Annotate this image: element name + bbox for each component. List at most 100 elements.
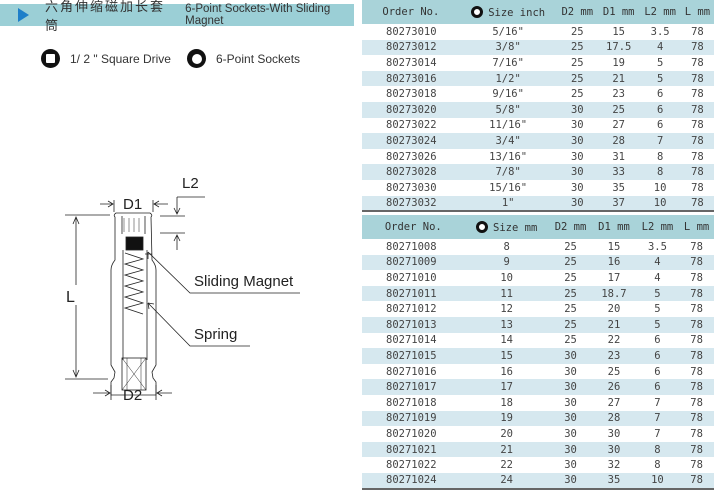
table-cell: 28 (592, 410, 636, 427)
l-label: L (66, 289, 75, 306)
table-cell: 80271024 (362, 472, 465, 489)
table-cell: 18 (500, 396, 513, 409)
magnet-shape (125, 236, 144, 251)
table-cell: 9/16" (492, 88, 524, 101)
table-cell: 80271013 (362, 316, 465, 333)
column-header: D1 mm (592, 215, 636, 239)
table-cell: 10 (635, 472, 680, 489)
table-cell: 22 (500, 459, 513, 472)
table-cell: 80273012 (362, 39, 460, 56)
table-cell: 22 (607, 334, 621, 347)
table-cell: 78 (679, 285, 714, 302)
table-cell: 12 (500, 303, 513, 316)
table-cell: 26 (592, 379, 636, 395)
table-cell: 28 (597, 133, 640, 149)
table-cell: 8 (639, 164, 681, 180)
column-header-label: Size mm (493, 221, 538, 234)
product-panel: 六角伸缩磁加长套筒 6-Point Sockets-With Sliding M… (0, 0, 354, 404)
table-cell: 78 (679, 316, 714, 333)
sliding-magnet-label: Sliding Magnet (194, 273, 294, 290)
table-cell: 11/16" (489, 119, 528, 132)
table-cell: 8 (654, 459, 661, 472)
table-cell: 78 (691, 119, 704, 132)
table-cell: 25 (556, 39, 598, 56)
table-cell: 78 (679, 410, 714, 427)
table-cell: 7/8" (459, 164, 557, 180)
table-cell: 19 (612, 56, 626, 69)
table-cell: 1" (459, 195, 557, 212)
table-cell: 80271018 (386, 396, 437, 409)
table-cell: 33 (597, 164, 640, 180)
title-chinese: 六角伸缩磁加长套筒 (45, 0, 166, 34)
table-cell: 80273026 (386, 150, 437, 163)
table-cell: 8 (635, 441, 680, 458)
table-cell: 5 (654, 303, 661, 316)
table-cell: 25 (564, 240, 577, 253)
table-cell: 7 (654, 427, 661, 440)
table-cell: 15/16" (489, 181, 528, 194)
table-cell: 80273016 (362, 70, 460, 87)
table-cell: 80271017 (362, 379, 465, 395)
table-cell: 3.5 (650, 25, 670, 38)
column-header: L mm (680, 0, 714, 24)
table-cell: 80273010 (386, 25, 437, 38)
table-cell: 25 (564, 303, 577, 316)
table-cell: 30 (548, 410, 593, 427)
column-header: L mm (679, 215, 714, 239)
play-triangle-icon (18, 8, 29, 22)
table-cell: 25 (564, 271, 577, 284)
table-cell: 30 (570, 119, 584, 132)
table-cell: 8 (656, 150, 664, 163)
table-cell: 35 (592, 472, 636, 489)
title-english: 6-Point Sockets-With Sliding Magnet (185, 3, 331, 27)
table-cell: 31 (612, 150, 626, 163)
table-cell: 30 (564, 365, 577, 378)
table-cell: 80271012 (386, 303, 437, 316)
table-cell: 5 (635, 316, 680, 333)
hex-socket-icon (476, 220, 489, 233)
table-cell: 30 (556, 164, 598, 180)
socket-diagram: D1 D2 L L2 Sliding Magnet Spring (65, 175, 300, 404)
column-header: Size inch (459, 0, 557, 24)
table-cell: 6 (654, 365, 661, 378)
table-cell: 80273020 (362, 101, 460, 118)
table-cell: 19 (464, 410, 549, 427)
table-cell: 80271016 (386, 365, 437, 378)
table-cell: 25 (607, 365, 621, 378)
table-cell: 24 (464, 472, 549, 489)
table-cell: 6 (656, 88, 664, 101)
table-cell: 78 (691, 25, 704, 38)
table-cell: 78 (679, 379, 714, 395)
table-cell: 30 (570, 150, 584, 163)
table-cell: 25 (564, 334, 577, 347)
table-cell: 30 (548, 348, 593, 364)
column-header: D2 mm (556, 0, 598, 24)
table-cell: 25 (570, 56, 584, 69)
table-cell: 6 (635, 348, 680, 364)
table-cell: 5/8" (459, 101, 557, 118)
table-cell: 30 (570, 181, 584, 194)
table-cell: 25 (548, 254, 593, 271)
table-cell: 21 (592, 316, 636, 333)
table-cell: 80273022 (386, 119, 437, 132)
table-cell: 20 (500, 427, 513, 440)
column-header-label: L2 mm (641, 221, 674, 233)
hex-socket-icon (187, 49, 206, 68)
table-cell: 4 (654, 271, 661, 284)
table-cell: 25 (570, 88, 584, 101)
table-cell: 30 (592, 441, 636, 458)
table-cell: 78 (690, 427, 703, 440)
